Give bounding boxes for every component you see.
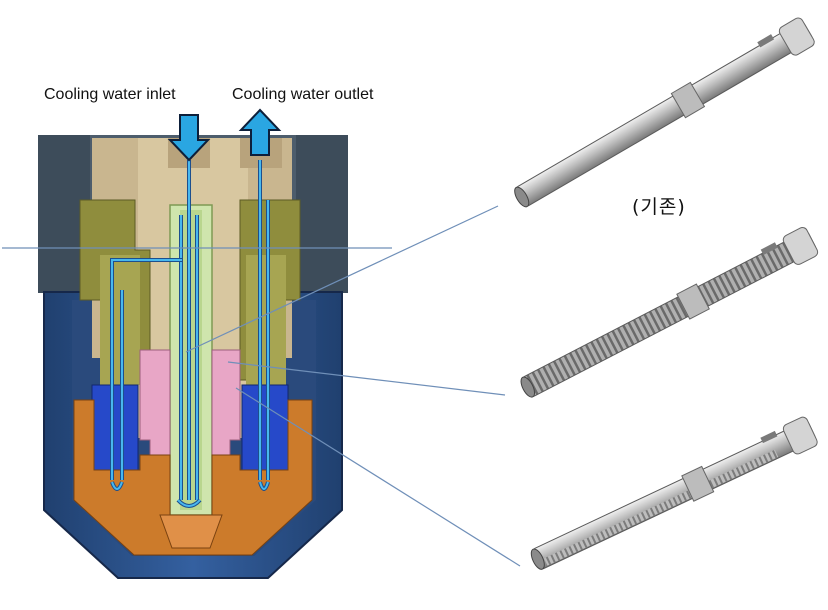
- leader-line-existing: [185, 205, 499, 353]
- tube-open-end: [514, 186, 530, 208]
- tube-body: [521, 231, 817, 397]
- tube-slot: [760, 430, 778, 444]
- flow-channel-left-turn-fill: [111, 481, 123, 490]
- tube-plain: [514, 17, 815, 208]
- tube-collar: [676, 283, 710, 320]
- flow-channel-left-branch-fill: [111, 259, 182, 480]
- upper-housing-right-wall: [296, 135, 348, 293]
- tube-renderings: [514, 17, 819, 570]
- tube-collar: [681, 465, 715, 502]
- orange-base: [73, 399, 313, 556]
- pink-part-left: [139, 349, 171, 456]
- flow-channel-right-turn-fill: [259, 481, 269, 490]
- inlet-arrow-icon: [167, 114, 211, 162]
- cooling-water-outlet-label: Cooling water outlet: [232, 86, 374, 103]
- tube-head: [782, 227, 819, 265]
- tube-open-end: [520, 376, 536, 398]
- tube-slot: [757, 34, 775, 48]
- flow-channel-center-fill: [180, 215, 198, 500]
- blue-part-left: [91, 384, 139, 481]
- tube-head: [782, 416, 818, 455]
- tube-ribbed: [530, 416, 818, 570]
- outlet-arrow-icon: [238, 108, 282, 156]
- tube-head: [778, 17, 815, 56]
- leader-line-ribbed: [235, 387, 521, 567]
- nozzle-cross-section: [38, 108, 348, 579]
- blue-part-right: [241, 384, 289, 481]
- flow-channel-turn-fill: [177, 499, 201, 507]
- pink-part-right: [211, 349, 241, 456]
- tube-open-end: [530, 548, 545, 570]
- tube-body: [515, 21, 813, 207]
- leader-line-threaded: [227, 361, 506, 396]
- cooling-water-inlet-label: Cooling water inlet: [44, 86, 176, 103]
- tube-collar: [670, 81, 706, 119]
- tube-slot: [760, 242, 778, 255]
- existing-design-label: (기존): [632, 196, 686, 218]
- tube-ribs: [544, 449, 779, 566]
- orange-tip: [159, 514, 223, 549]
- tube-threaded: [520, 227, 819, 398]
- flow-lines: [110, 160, 270, 508]
